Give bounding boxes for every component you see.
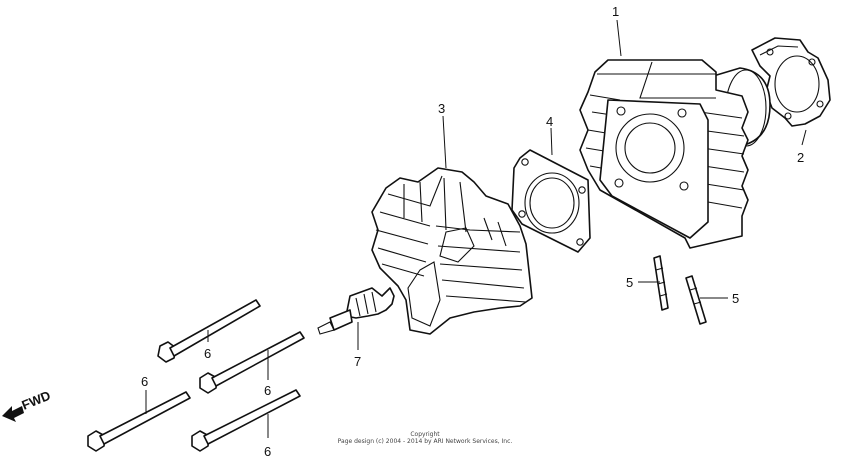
spark-plug[interactable] xyxy=(317,287,395,335)
fwd-label: FWD xyxy=(20,388,53,413)
head-gasket[interactable] xyxy=(511,149,591,253)
callout-1: 1 xyxy=(612,4,619,19)
stud-pin-a[interactable] xyxy=(653,255,669,311)
callout-5-left: 5 xyxy=(626,275,633,290)
bolt-d[interactable] xyxy=(191,389,301,452)
copyright-line-2: Page design (c) 2004 - 2014 by ARI Netwo… xyxy=(337,438,513,445)
callout-4: 4 xyxy=(546,114,553,129)
bolt-a[interactable] xyxy=(157,299,261,363)
callout-2: 2 xyxy=(797,150,804,165)
copyright-notice: Copyright Page design (c) 2004 - 2014 by… xyxy=(300,431,550,445)
callout-6-b: 6 xyxy=(264,383,271,398)
callout-6-a: 6 xyxy=(204,346,211,361)
stud-pin-b[interactable] xyxy=(685,275,707,325)
bolt-b[interactable] xyxy=(199,331,305,394)
leader-lines xyxy=(145,19,807,438)
cylinder-head[interactable] xyxy=(371,167,533,335)
copyright-line-1: Copyright xyxy=(410,431,440,438)
callout-6-d: 6 xyxy=(264,444,271,459)
callout-6-c: 6 xyxy=(141,374,148,389)
callout-5-right: 5 xyxy=(732,291,739,306)
forward-arrow-icon xyxy=(2,406,24,422)
bolt-c[interactable] xyxy=(87,391,191,452)
callout-3: 3 xyxy=(438,101,445,116)
forward-direction-indicator: FWD xyxy=(2,388,53,422)
base-gasket[interactable] xyxy=(751,37,831,127)
callout-7: 7 xyxy=(354,354,361,369)
cylinder[interactable] xyxy=(579,59,771,249)
